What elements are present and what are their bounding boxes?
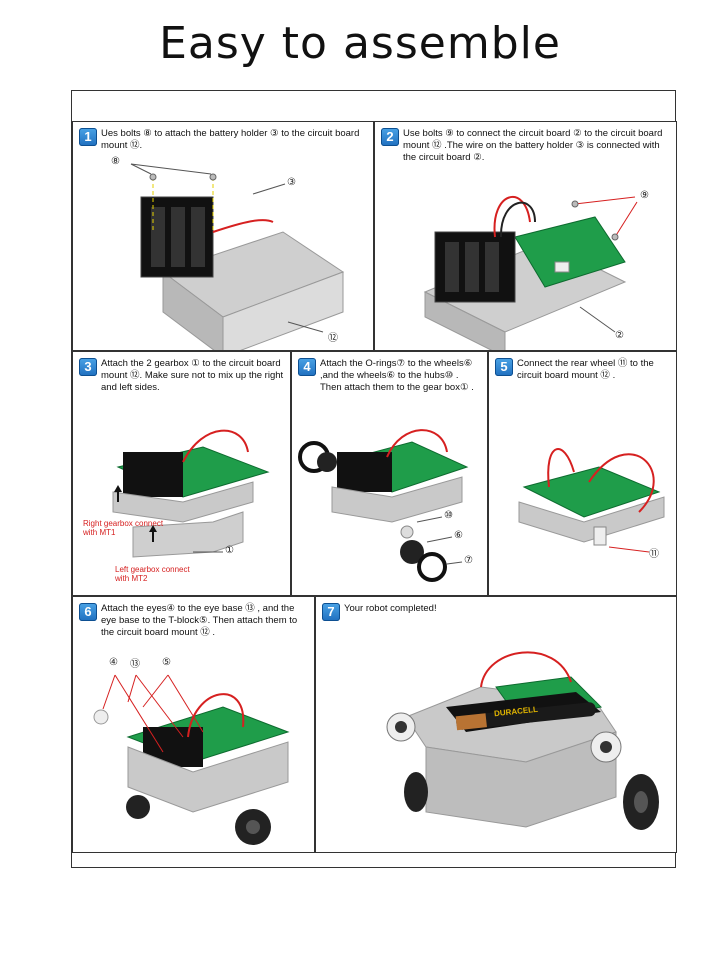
step-number: 4 bbox=[298, 358, 316, 376]
step-1-illustration bbox=[130, 163, 345, 350]
step-text: Connect the rear wheel ⑪ to the circuit … bbox=[517, 358, 654, 381]
step-text: Attach the O-rings⑦ to the wheels⑥ ,and … bbox=[320, 358, 474, 393]
label-rear-wheel: ⑪ bbox=[649, 549, 659, 560]
label-bolt: ⑧ bbox=[111, 156, 120, 167]
note-left-gearbox: Left gearbox connect with MT2 bbox=[115, 565, 190, 583]
label-gearbox: ① bbox=[225, 545, 234, 556]
page-title: Easy to assemble bbox=[159, 18, 561, 69]
label-hub: ⑩ bbox=[444, 510, 453, 521]
step-number: 5 bbox=[495, 358, 513, 376]
step-text: Use bolts ⑨ to connect the circuit board… bbox=[403, 128, 663, 163]
label-eye: ④ bbox=[109, 657, 118, 668]
step-number: 3 bbox=[79, 358, 97, 376]
step-number: 7 bbox=[322, 603, 340, 621]
label-board-mount: ⑫ bbox=[328, 333, 338, 344]
label-bolt: ⑨ bbox=[640, 190, 649, 201]
step-text: Attach the 2 gearbox ① to the circuit bo… bbox=[101, 358, 284, 393]
step-5-illustration bbox=[518, 448, 665, 553]
label-circuit-board: ② bbox=[615, 330, 624, 341]
step-6-illustration bbox=[93, 674, 290, 845]
note-right-gearbox: Right gearbox connect with MT1 bbox=[83, 519, 164, 537]
step-number: 2 bbox=[381, 128, 399, 146]
step-number: 1 bbox=[79, 128, 97, 146]
step-2-illustration bbox=[423, 195, 638, 350]
step-text: Ues bolts ⑧ to attach the battery holder… bbox=[101, 128, 360, 151]
step-3-illustration bbox=[112, 429, 270, 558]
step-4-illustration bbox=[298, 429, 469, 582]
step-text: Attach the eyes④ to the eye base ⑬ , and… bbox=[101, 603, 298, 638]
label-wheel: ⑥ bbox=[454, 530, 463, 541]
step-number: 6 bbox=[79, 603, 97, 621]
label-eye-base: ⑬ bbox=[130, 659, 140, 670]
label-t-block: ⑤ bbox=[162, 657, 171, 668]
step-7-illustration bbox=[386, 651, 659, 830]
label-battery-holder: ③ bbox=[287, 177, 296, 188]
step-text: Your robot completed! bbox=[344, 603, 437, 614]
label-o-ring: ⑦ bbox=[464, 555, 473, 566]
